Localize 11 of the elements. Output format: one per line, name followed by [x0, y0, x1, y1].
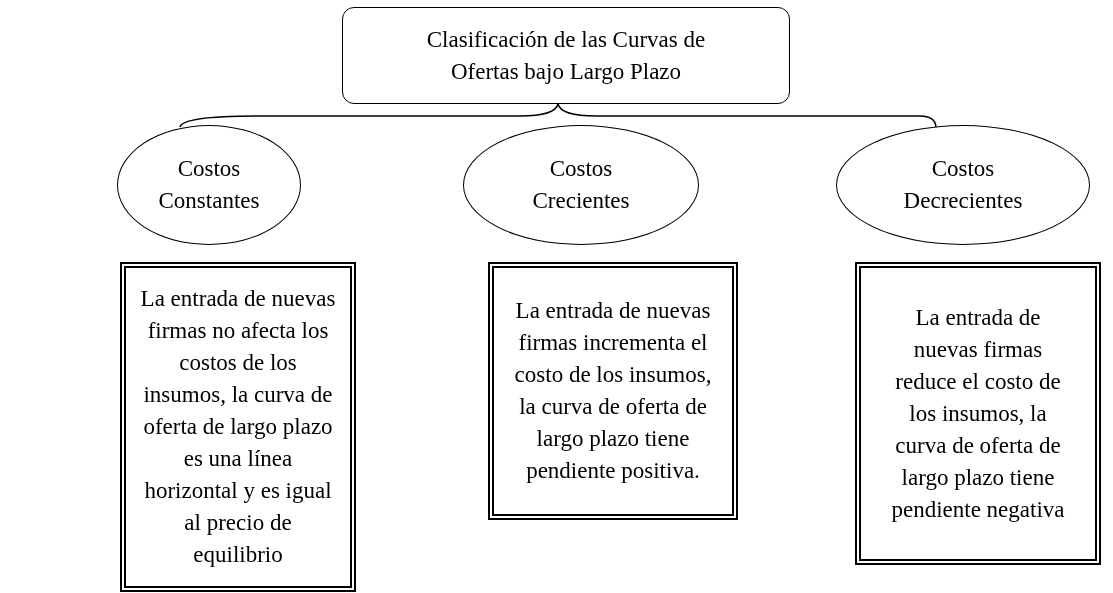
node-text: Costos Decrecientes	[902, 155, 1024, 215]
node-text: La entrada de nuevas firmas no afecta los costos de los insumos, la curva de oferta de largo plazo es una línea horizontal y es igual al precio de equilibrio	[140, 285, 336, 569]
node-text: La entrada de nuevas firmas incrementa el costo de los insumos, la curva de oferta de largo plazo tiene pendiente positiva.	[513, 297, 713, 485]
title-box	[342, 7, 790, 104]
description-box	[855, 262, 1101, 565]
description-box	[120, 262, 356, 592]
node-text: Clasificación de las Curvas de Ofertas bajo Largo Plazo	[425, 25, 707, 86]
node-text: La entrada de nuevas firmas reduce el costo de los insumos, la curva de oferta de largo plazo tiene pendiente negativa	[890, 303, 1066, 524]
description-box	[488, 262, 738, 520]
node-text: Costos Constantes	[157, 155, 261, 215]
node-text: Costos Crecientes	[532, 155, 630, 215]
